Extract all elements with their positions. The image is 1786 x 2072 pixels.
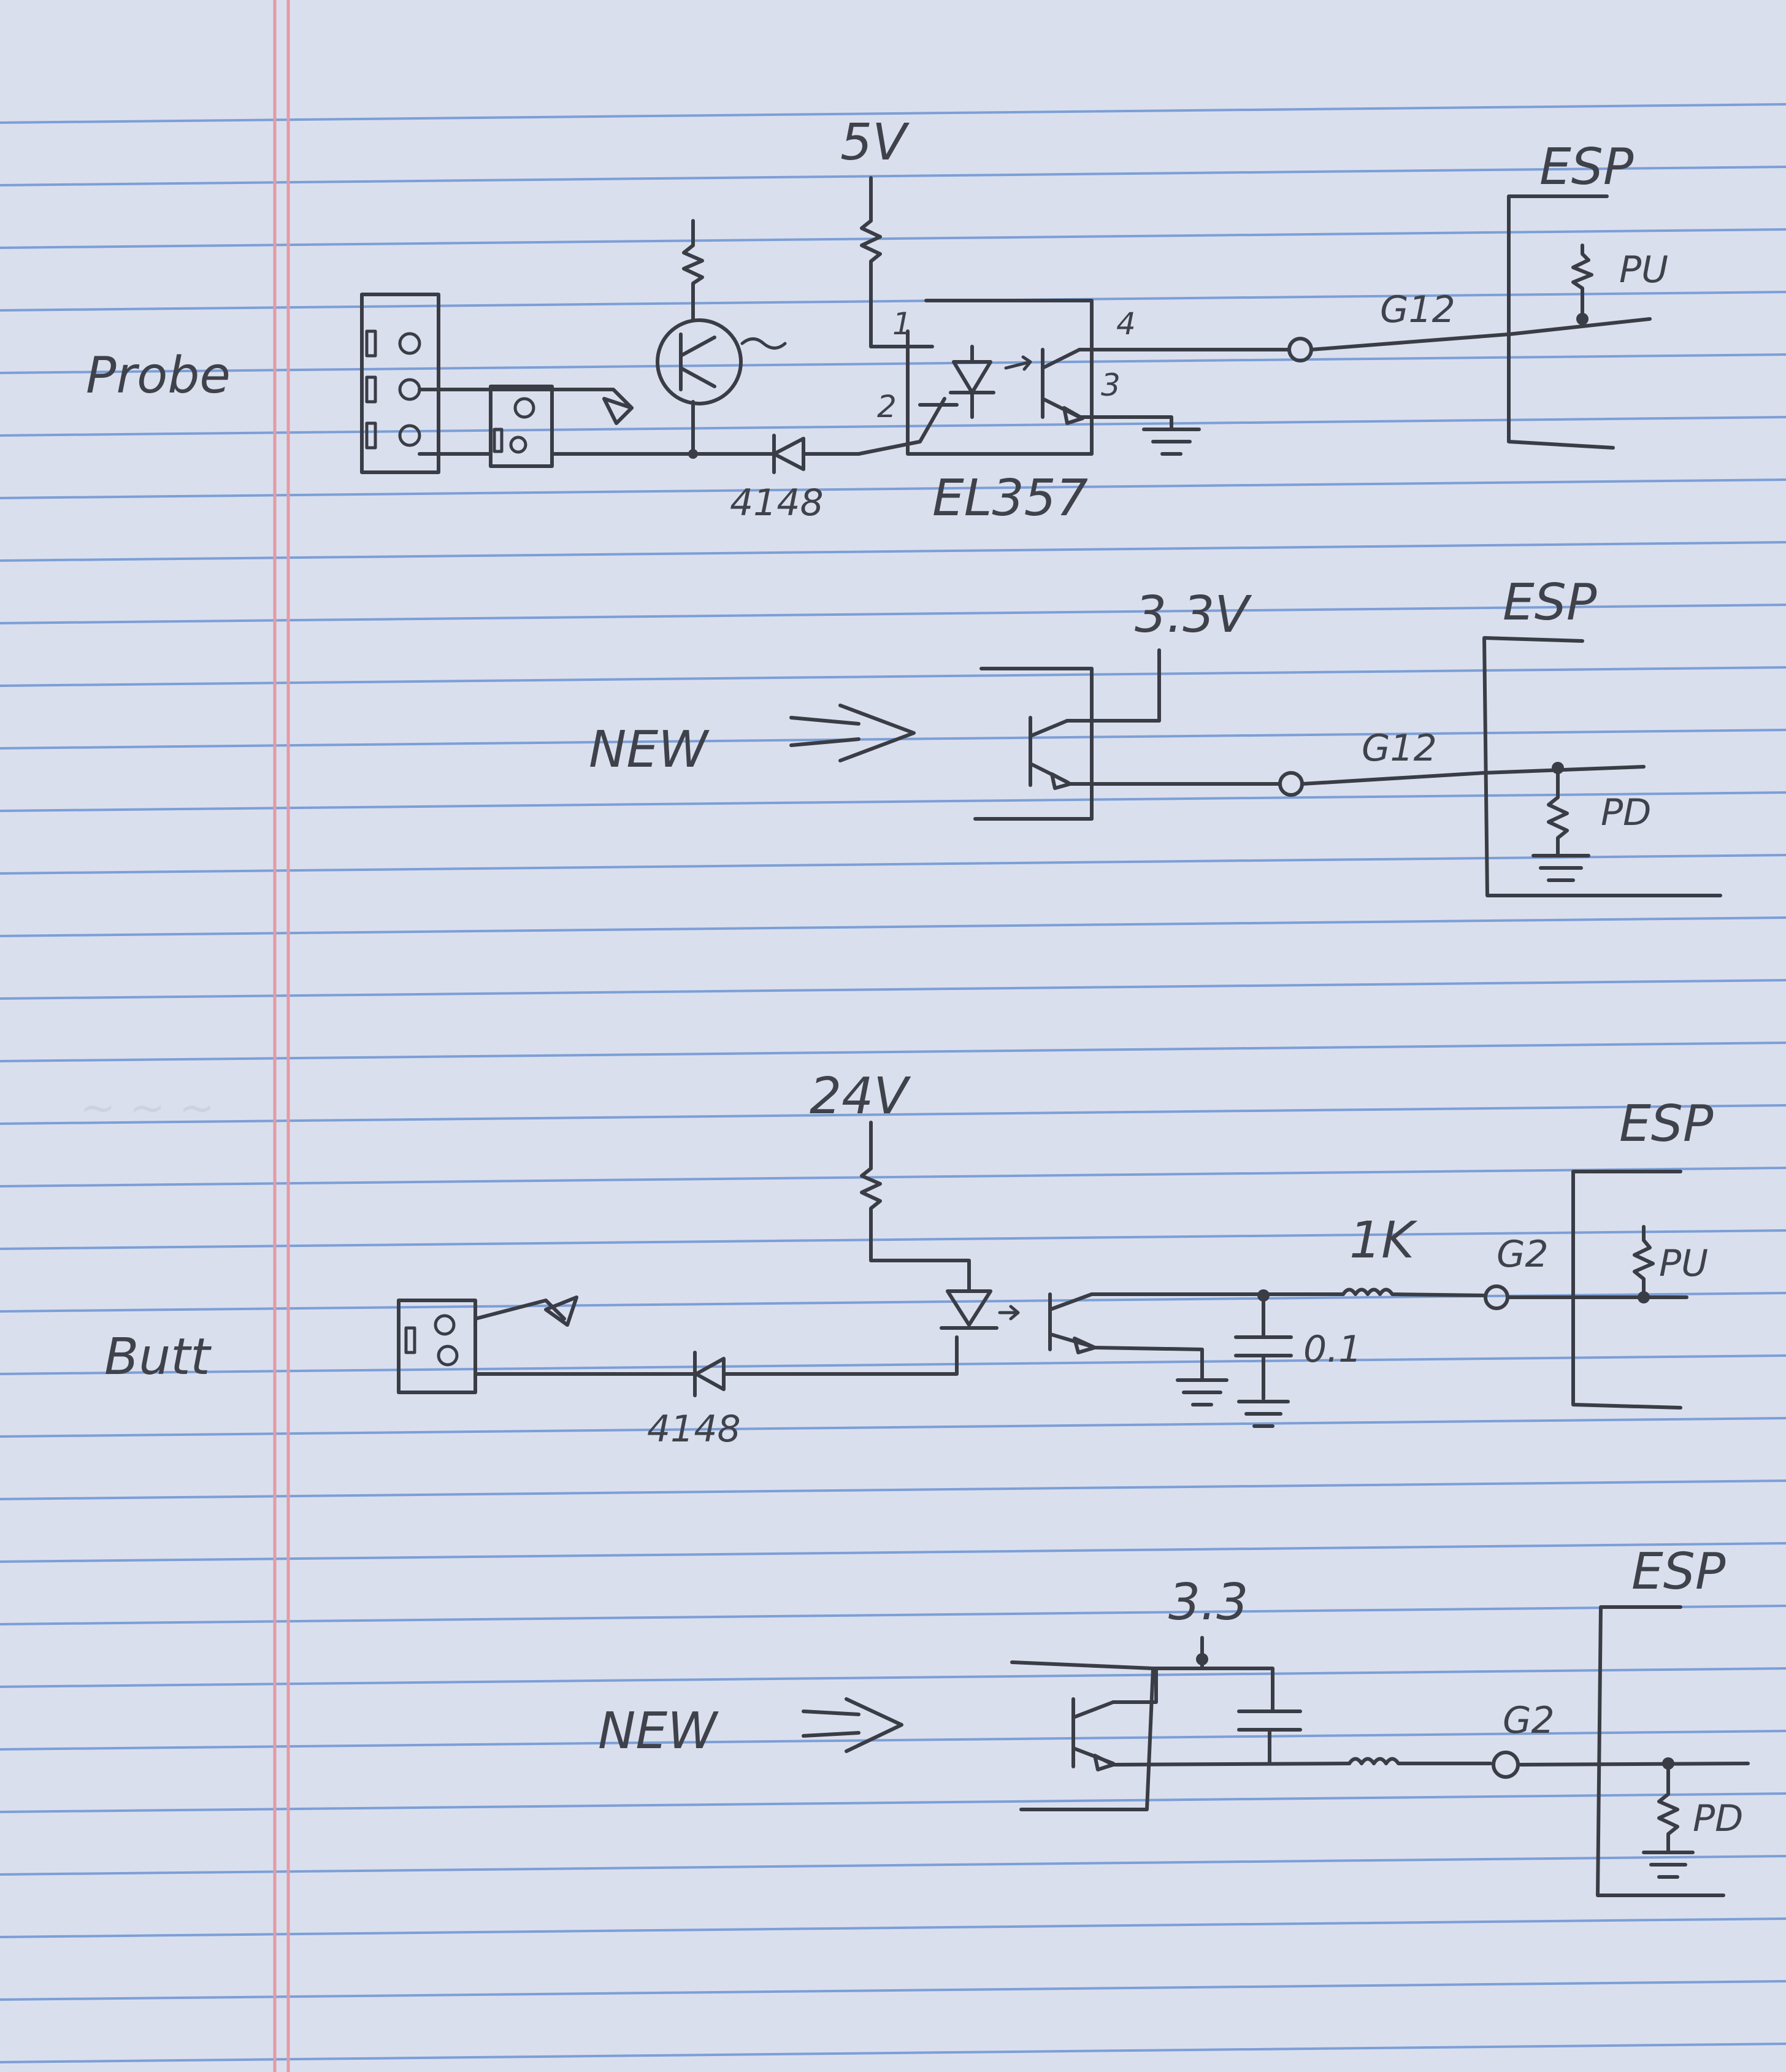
probe-new-supply-label: 3.3V: [1135, 586, 1252, 644]
butt-resistor-label: 1K: [1349, 1211, 1418, 1270]
ruled-line: [0, 291, 1786, 312]
ruled-line: [0, 103, 1786, 124]
butt-diode: [693, 1335, 959, 1397]
probe-new-signal-label: G12: [1362, 727, 1437, 770]
probe-new-transistor-box: [973, 667, 1094, 821]
butt-diode-label: 4148: [647, 1408, 741, 1451]
ruled-line: [0, 916, 1786, 937]
ruled-line: [0, 1605, 1786, 1625]
ruled-line: [0, 2043, 1786, 2063]
butt-capacitor-label: 0.1: [1303, 1328, 1362, 1371]
probe-new-label: NEW: [589, 721, 710, 779]
ruled-line: [0, 604, 1786, 624]
probe-plug: [489, 385, 554, 468]
probe-new-esp-block: [1482, 636, 1722, 897]
ruled-line: [0, 353, 1786, 374]
probe-connector: [360, 293, 440, 474]
ruled-line: [0, 1917, 1786, 1938]
ruled-line: [0, 1042, 1786, 1062]
ruled-lines: [0, 103, 1786, 2063]
ruled-line: [0, 1417, 1786, 1438]
butt-esp-block: [1571, 1170, 1682, 1410]
ruled-line: [0, 1792, 1786, 1813]
probe-new-esp-label: ESP: [1503, 574, 1597, 632]
ruled-line: [0, 979, 1786, 1000]
butt-label: Butt: [104, 1328, 212, 1386]
butt-circuit: Butt 4148 24V 1K G2: [104, 1067, 1714, 1451]
ruled-line: [0, 1167, 1786, 1188]
ruled-line: [0, 1730, 1786, 1751]
probe-ground-icon: [1142, 428, 1201, 456]
butt-connector: [397, 1299, 477, 1394]
butt-capacitor: [1234, 1294, 1293, 1428]
probe-signal-label: G12: [1380, 288, 1455, 331]
butt-ground-icon: [1176, 1378, 1228, 1406]
probe-new-circuit: NEW 3.3V G12 ESP PD: [589, 574, 1722, 897]
probe-pin-1: 1: [892, 306, 912, 342]
butt-esp-label: ESP: [1619, 1095, 1714, 1153]
ruled-line: [0, 1542, 1786, 1563]
probe-new-pull-label: PD: [1601, 791, 1651, 834]
ruled-line: [0, 1479, 1786, 1500]
probe-optocoupler-label: EL357: [932, 469, 1088, 528]
butt-new-esp-label: ESP: [1631, 1543, 1726, 1601]
ruled-line: [0, 416, 1786, 437]
probe-diode: [772, 397, 946, 474]
ruled-line: [0, 1667, 1786, 1688]
ruled-line: [0, 166, 1786, 186]
butt-new-pull-label: PD: [1693, 1797, 1743, 1840]
butt-pull-label: PU: [1659, 1242, 1708, 1285]
probe-new-arrow-icon: [789, 704, 916, 762]
erased-marks: ~ ~ ~: [80, 1083, 215, 1133]
ruled-line: [0, 478, 1786, 499]
probe-optocoupler: [906, 299, 1094, 456]
probe-esp-label: ESP: [1539, 138, 1634, 196]
butt-new-esp-block: [1596, 1605, 1725, 1897]
butt-new-supply-label: 3.3: [1168, 1573, 1248, 1632]
probe-diode-label: 4148: [730, 482, 824, 524]
ruled-line: [0, 666, 1786, 687]
butt-new-arrow-icon: [802, 1697, 903, 1753]
ruled-line: [0, 228, 1786, 249]
butt-signal-label: G2: [1497, 1233, 1549, 1276]
probe-label: Probe: [86, 347, 231, 405]
butt-new-transistor-box: [1010, 1660, 1155, 1811]
ruled-line: [0, 541, 1786, 562]
ruled-line: [0, 854, 1786, 875]
probe-pin-2: 2: [877, 389, 897, 424]
ruled-line: [0, 1104, 1786, 1125]
probe-esp-block: [1507, 194, 1615, 450]
probe-circuit: Probe: [86, 113, 1668, 528]
ruled-line: [0, 1980, 1786, 2001]
probe-pull-label: PU: [1619, 248, 1668, 291]
probe-pin-4: 4: [1116, 306, 1136, 342]
butt-supply-label: 24V: [810, 1067, 911, 1126]
ruled-line: [0, 1292, 1786, 1313]
probe-supply-label: 5V: [840, 113, 910, 172]
ruled-line: [0, 1855, 1786, 1876]
ruled-line: [0, 1229, 1786, 1250]
probe-pin-3: 3: [1101, 367, 1121, 403]
butt-new-label: NEW: [598, 1702, 719, 1760]
probe-phototransistor: [656, 219, 787, 459]
butt-new-signal-label: G2: [1503, 1699, 1555, 1742]
ruled-line: [0, 1354, 1786, 1375]
ruled-line: [0, 791, 1786, 812]
butt-new-circuit: NEW 3.3 G2 ESP PD: [598, 1543, 1750, 1897]
